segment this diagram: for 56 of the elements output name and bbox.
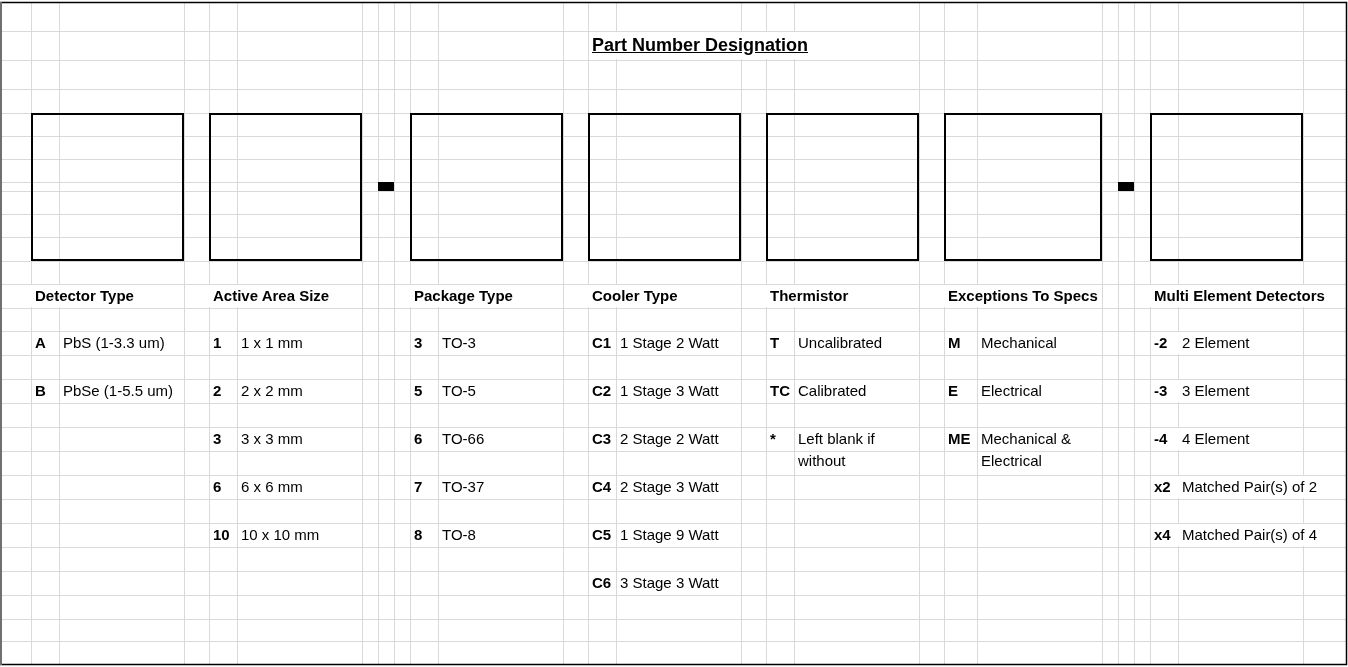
option-code: C6 [591, 573, 613, 593]
option-description: 2 x 2 mm [240, 381, 304, 401]
option-code: C4 [591, 477, 613, 497]
option-code: -2 [1153, 333, 1169, 353]
option-code: x4 [1153, 525, 1172, 545]
option-code: C5 [591, 525, 613, 545]
option-code: C3 [591, 429, 613, 449]
option-code: 8 [413, 525, 424, 545]
diagram-title: Part Number Designation [589, 32, 811, 59]
option-description: Electrical [980, 381, 1043, 401]
option-code: -3 [1153, 381, 1169, 401]
option-code: M [947, 333, 962, 353]
option-description: 1 Stage 9 Watt [619, 525, 720, 545]
option-code: 10 [212, 525, 231, 545]
option-description: PbSe (1-5.5 um) [62, 381, 175, 401]
option-description: Calibrated [797, 381, 868, 401]
option-code: 1 [212, 333, 223, 353]
option-description: 1 Stage 3 Watt [619, 381, 720, 401]
option-description: PbS (1-3.3 um) [62, 333, 166, 353]
option-code: x2 [1153, 477, 1172, 497]
option-description: 3 Stage 3 Watt [619, 573, 720, 593]
option-description: 3 x 3 mm [240, 429, 304, 449]
option-description: TO-5 [441, 381, 477, 401]
option-description: Mechanical [980, 333, 1058, 353]
option-code: ME [947, 429, 972, 449]
option-code: B [34, 381, 47, 401]
option-description: Uncalibrated [797, 333, 884, 353]
option-description: TO-37 [441, 477, 486, 497]
option-code: * [769, 429, 777, 449]
option-description: 1 Stage 2 Watt [619, 333, 720, 353]
option-code: 6 [413, 429, 424, 449]
option-description: Left blank if without [797, 429, 876, 471]
option-code: TC [769, 381, 791, 401]
dash-bar [1118, 182, 1134, 191]
option-description: 2 Stage 3 Watt [619, 477, 720, 497]
option-code: C2 [591, 381, 613, 401]
option-description: 10 x 10 mm [240, 525, 321, 545]
option-code: 3 [413, 333, 424, 353]
option-code: E [947, 381, 959, 401]
option-code: C1 [591, 333, 613, 353]
option-description: TO-8 [441, 525, 477, 545]
option-code: 3 [212, 429, 223, 449]
option-description: 1 x 1 mm [240, 333, 304, 353]
option-code: A [34, 333, 47, 353]
dash-bar [378, 182, 394, 191]
option-description: TO-3 [441, 333, 477, 353]
option-code: T [769, 333, 781, 353]
option-code: -4 [1153, 429, 1169, 449]
option-description: 2 Stage 2 Watt [619, 429, 720, 449]
option-code: 7 [413, 477, 424, 497]
option-description: TO-66 [441, 429, 486, 449]
option-code: 2 [212, 381, 223, 401]
option-description: Mechanical & Electrical [980, 429, 1073, 471]
option-code: 5 [413, 381, 424, 401]
option-description: 6 x 6 mm [240, 477, 304, 497]
option-code: 6 [212, 477, 223, 497]
